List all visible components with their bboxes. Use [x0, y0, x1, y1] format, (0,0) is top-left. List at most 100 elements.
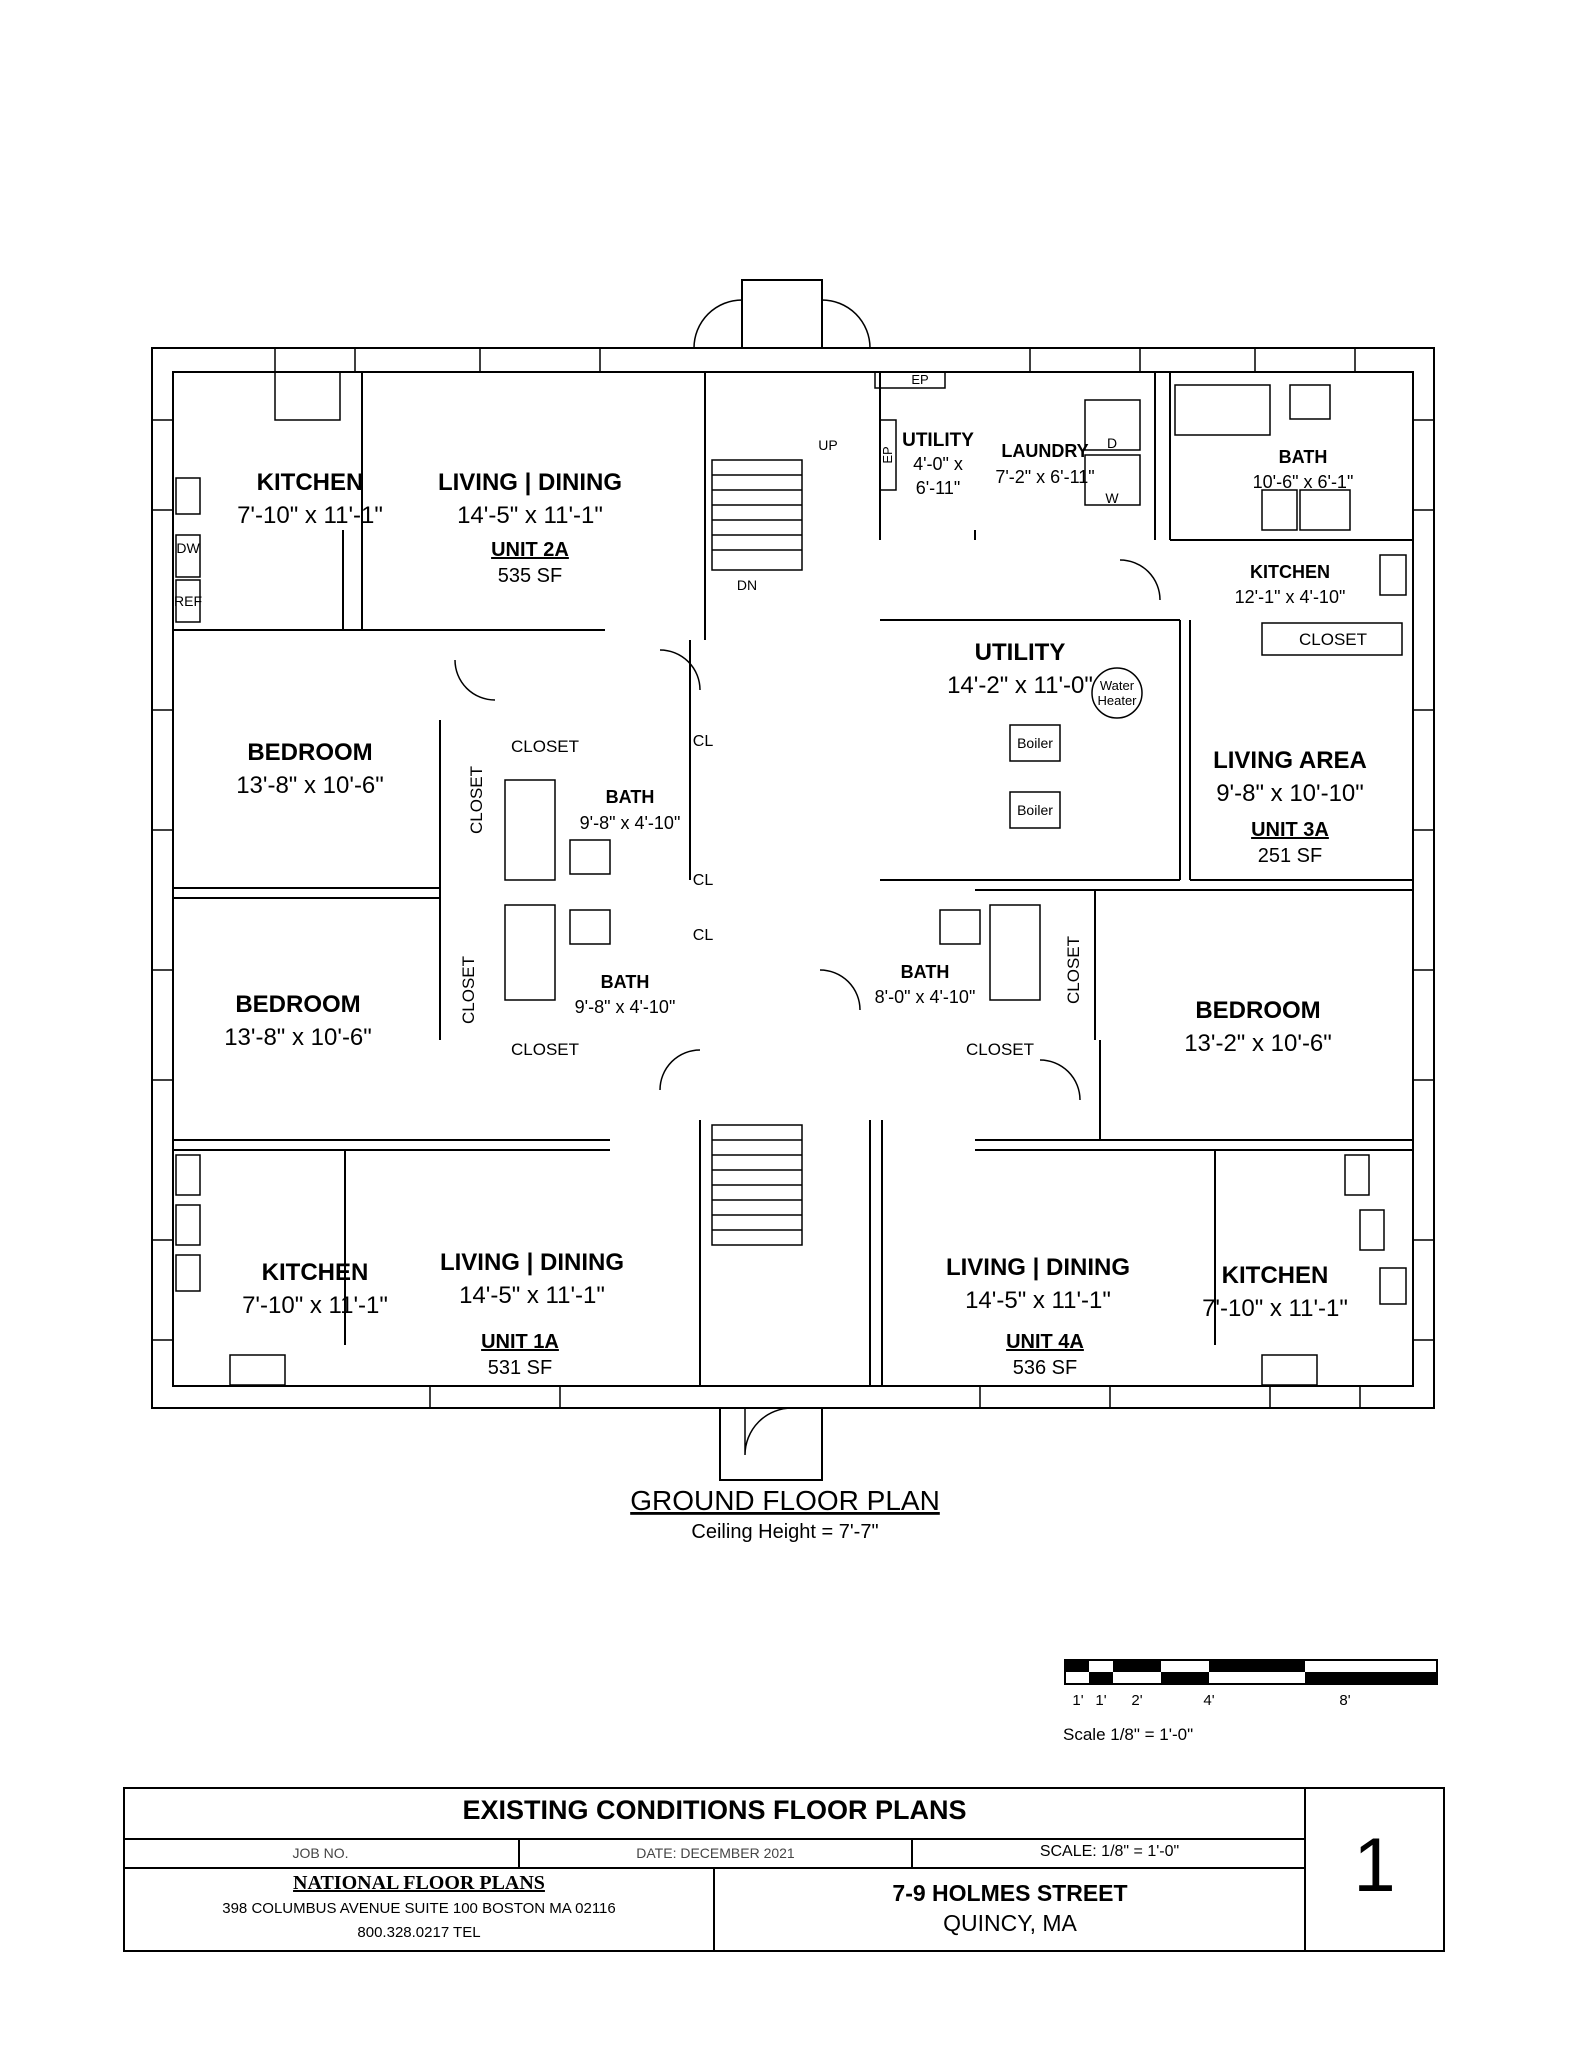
utility-small-dim2: 6'-11" — [916, 478, 961, 498]
ceiling-height: Ceiling Height = 7'-7" — [691, 1521, 878, 1543]
living-area-3a-name: LIVING AREA — [1213, 747, 1367, 774]
title-block-date-cell — [518, 1838, 913, 1869]
scale-tick-5: 8' — [1339, 1692, 1350, 1709]
company-address: 398 COLUMBUS AVENUE SUITE 100 BOSTON MA … — [222, 1900, 616, 1917]
cl-1: CL — [693, 733, 714, 750]
windows — [151, 347, 1435, 1409]
exterior-wall-outer — [151, 347, 1435, 1409]
stair-down-label: DN — [737, 577, 757, 593]
title-block-company-cell — [123, 1867, 715, 1952]
north-vestibule — [741, 279, 823, 348]
ep-label-vertical: EP — [880, 446, 895, 463]
dryer-label: D — [1107, 435, 1117, 451]
laundry-dim: 7'-2" x 6'-11" — [995, 467, 1094, 487]
unit-3a-name: UNIT 3A — [1251, 819, 1329, 841]
utility-small-dim1: 4'-0" x — [913, 454, 963, 474]
closet-3a: CLOSET — [1299, 630, 1367, 649]
bedroom-1a-name: BEDROOM — [235, 991, 360, 1018]
sheet-number: 1 — [1353, 1823, 1396, 1908]
scale-tick-4: 4' — [1203, 1692, 1214, 1709]
water-heater-l2: Heater — [1097, 693, 1137, 708]
living-4a-name: LIVING | DINING — [946, 1254, 1130, 1281]
water-heater-l1: Water — [1100, 678, 1135, 693]
kitchen-1a-dim: 7'-10" x 11'-1" — [242, 1292, 388, 1319]
job-number-label: JOB NO. — [292, 1845, 349, 1861]
living-1a-name: LIVING | DINING — [440, 1249, 624, 1276]
bedroom-2a-name: BEDROOM — [247, 739, 372, 766]
unit-1a-name: UNIT 1A — [481, 1331, 559, 1353]
boiler-2: Boiler — [1017, 802, 1053, 818]
bath-1a-dim: 9'-8" x 4'-10" — [575, 997, 676, 1017]
bath-4a-dim: 8'-0" x 4'-10" — [875, 987, 976, 1007]
scale-bar: 1' 1' 2' 4' 8' Scale 1/8" = 1'-0" — [1063, 1659, 1438, 1744]
utility-small-name: UTILITY — [902, 430, 974, 451]
closet-2a-side: CLOSET — [467, 766, 486, 834]
kitchen-3a-name: KITCHEN — [1250, 562, 1330, 582]
property-street: 7-9 HOLMES STREET — [892, 1880, 1128, 1906]
company-name: NATIONAL FLOOR PLANS — [293, 1872, 545, 1894]
stairs — [711, 459, 803, 1246]
title-block-sheet-cell — [1304, 1787, 1445, 1952]
laundry-name: LAUNDRY — [1001, 441, 1088, 461]
fixture-labels: DW REF EP EP D W UP DN — [174, 372, 1119, 609]
door-swings — [454, 299, 1161, 1456]
utility-main-name: UTILITY — [975, 639, 1066, 666]
closet-1a-bottom: CLOSET — [511, 1040, 579, 1059]
scale-tick-3: 2' — [1131, 1692, 1142, 1709]
living-2a-name: LIVING | DINING — [438, 469, 622, 496]
unit-4a-area: 536 SF — [1013, 1357, 1077, 1379]
kitchen-2a-name: KITCHEN — [257, 469, 364, 496]
closet-1a-side: CLOSET — [459, 956, 478, 1024]
title-block-heading: EXISTING CONDITIONS FLOOR PLANS — [462, 1795, 967, 1825]
bath-3a-name: BATH — [1279, 447, 1328, 467]
washer-label: W — [1105, 490, 1119, 506]
company-phone: 800.328.0217 TEL — [357, 1924, 481, 1941]
plan-title: GROUND FLOOR PLAN — [630, 1485, 940, 1516]
unit-3a-area: 251 SF — [1258, 845, 1322, 867]
bedroom-2a-dim: 13'-8" x 10'-6" — [236, 772, 384, 799]
unit-2a-area: 535 SF — [498, 565, 562, 587]
bath-3a-dim: 10'-6" x 6'-1" — [1253, 472, 1354, 492]
bath-2a-dim: 9'-8" x 4'-10" — [580, 813, 681, 833]
scale-tick-2: 1' — [1095, 1692, 1106, 1709]
ref-label: REF — [174, 593, 202, 609]
boiler-1: Boiler — [1017, 735, 1053, 751]
property-city: QUINCY, MA — [943, 1910, 1077, 1936]
cl-3: CL — [693, 927, 714, 944]
closet-4a-bottom: CLOSET — [966, 1040, 1034, 1059]
kitchen-3a-dim: 12'-1" x 4'-10" — [1235, 587, 1346, 607]
bedroom-4a-name: BEDROOM — [1195, 997, 1320, 1024]
cl-2: CL — [693, 872, 714, 889]
room-labels: KITCHEN 7'-10" x 11'-1" LIVING | DINING … — [224, 430, 1367, 1379]
closet-4a-side: CLOSET — [1064, 936, 1083, 1004]
living-1a-dim: 14'-5" x 11'-1" — [459, 1282, 605, 1309]
scale-tick-1: 1' — [1072, 1692, 1083, 1709]
utility-main-dim: 14'-2" x 11'-0" — [947, 672, 1093, 699]
interior-walls — [173, 372, 1413, 1386]
date-label: DATE: DECEMBER 2021 — [636, 1845, 795, 1861]
dw-label: DW — [176, 540, 200, 556]
bath-2a-name: BATH — [606, 787, 655, 807]
unit-4a-name: UNIT 4A — [1006, 1331, 1084, 1353]
unit-2a-name: UNIT 2A — [491, 539, 569, 561]
kitchen-4a-dim: 7'-10" x 11'-1" — [1202, 1295, 1348, 1322]
bath-1a-name: BATH — [601, 972, 650, 992]
living-2a-dim: 14'-5" x 11'-1" — [457, 502, 603, 529]
scale-note: Scale 1/8" = 1'-0" — [1063, 1725, 1193, 1744]
bedroom-4a-dim: 13'-2" x 10'-6" — [1184, 1030, 1332, 1057]
fixtures — [175, 371, 1407, 1386]
living-4a-dim: 14'-5" x 11'-1" — [965, 1287, 1111, 1314]
bedroom-1a-dim: 13'-8" x 10'-6" — [224, 1024, 372, 1051]
bath-4a-name: BATH — [901, 962, 950, 982]
scale-label: SCALE: 1/8" = 1'-0" — [1039, 1843, 1180, 1860]
living-area-3a-dim: 9'-8" x 10'-10" — [1216, 780, 1364, 807]
south-vestibule — [719, 1408, 823, 1481]
unit-1a-area: 531 SF — [488, 1357, 552, 1379]
stair-up-label: UP — [818, 437, 837, 453]
kitchen-2a-dim: 7'-10" x 11'-1" — [237, 502, 383, 529]
ep-label-horizontal: EP — [911, 372, 928, 387]
kitchen-4a-name: KITCHEN — [1222, 1262, 1329, 1289]
kitchen-1a-name: KITCHEN — [262, 1259, 369, 1286]
closet-2a-top: CLOSET — [511, 737, 579, 756]
